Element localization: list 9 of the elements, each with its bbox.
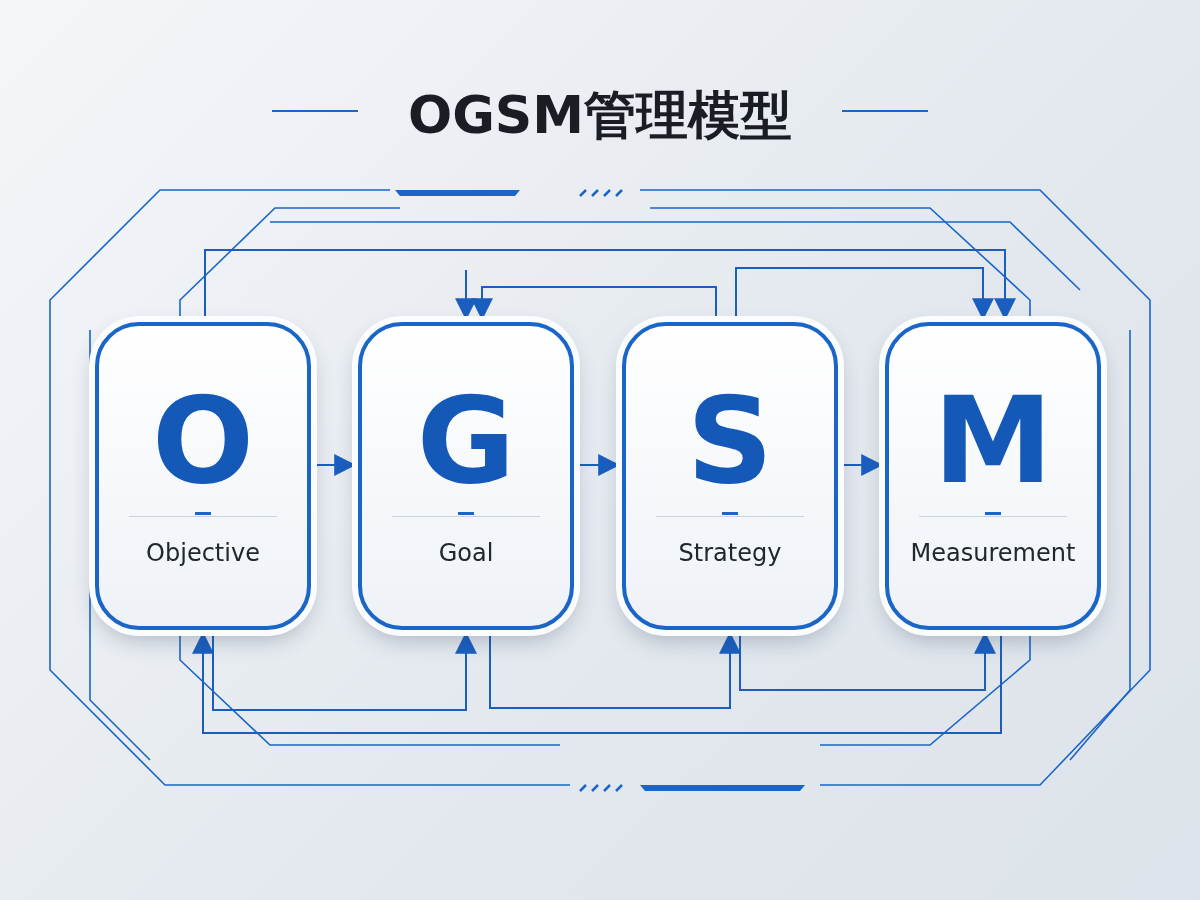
card-label: Strategy: [677, 538, 783, 569]
card-label: Objective: [145, 538, 261, 569]
card-letter: O: [151, 376, 255, 506]
card-letter: G: [415, 376, 517, 506]
card-label: Measurement: [909, 538, 1077, 569]
card-letter: S: [685, 376, 775, 506]
title: OGSM管理模型: [406, 84, 794, 147]
card-letter: M: [932, 376, 1054, 506]
card-label: Goal: [437, 538, 495, 569]
